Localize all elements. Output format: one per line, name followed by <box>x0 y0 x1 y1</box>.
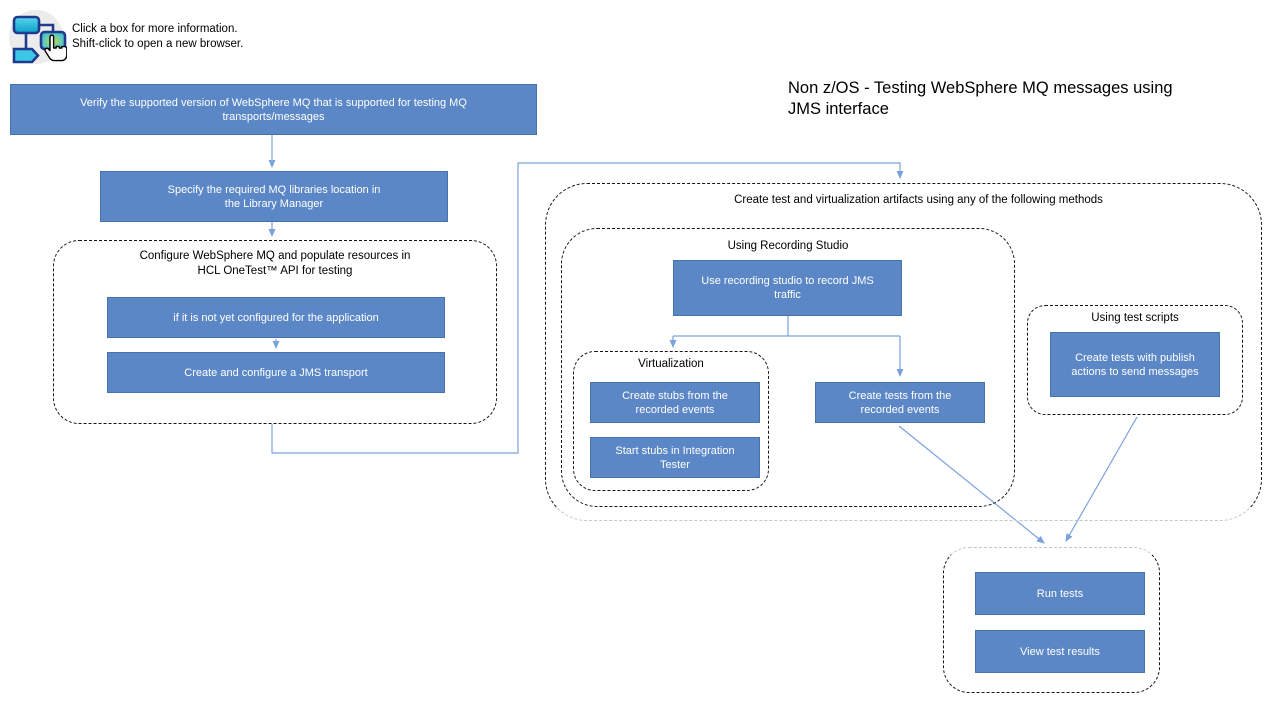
legend-instructions: Click a box for more information. Shift-… <box>72 23 244 50</box>
flowchart-map-icon <box>9 10 67 64</box>
node-start-stubs[interactable]: Start stubs in Integration Tester <box>590 437 760 478</box>
group-configure-mq <box>53 240 497 424</box>
node-create-tests-publish[interactable]: Create tests with publish actions to sen… <box>1050 332 1220 397</box>
node-specify-libraries[interactable]: Specify the required MQ libraries locati… <box>100 171 448 222</box>
group-virtualization <box>573 351 769 491</box>
node-run-tests[interactable]: Run tests <box>975 572 1145 615</box>
hand-cursor-icon <box>44 34 67 62</box>
node-verify-version[interactable]: Verify the supported version of WebSpher… <box>10 84 537 135</box>
node-not-yet-configured[interactable]: if it is not yet configured for the appl… <box>107 297 445 338</box>
node-create-tests-recorded[interactable]: Create tests from the recorded events <box>815 382 985 423</box>
node-create-jms-transport[interactable]: Create and configure a JMS transport <box>107 352 445 393</box>
group-recording-studio <box>561 228 1015 507</box>
node-use-recording-studio[interactable]: Use recording studio to record JMS traff… <box>673 260 902 316</box>
group-test-scripts <box>1027 305 1243 415</box>
node-view-test-results[interactable]: View test results <box>975 630 1145 673</box>
page-title: Non z/OS - Testing WebSphere MQ messages… <box>788 79 1173 118</box>
node-create-stubs[interactable]: Create stubs from the recorded events <box>590 382 760 423</box>
group-create-artifacts <box>545 183 1262 521</box>
group-run-tests <box>943 547 1160 693</box>
